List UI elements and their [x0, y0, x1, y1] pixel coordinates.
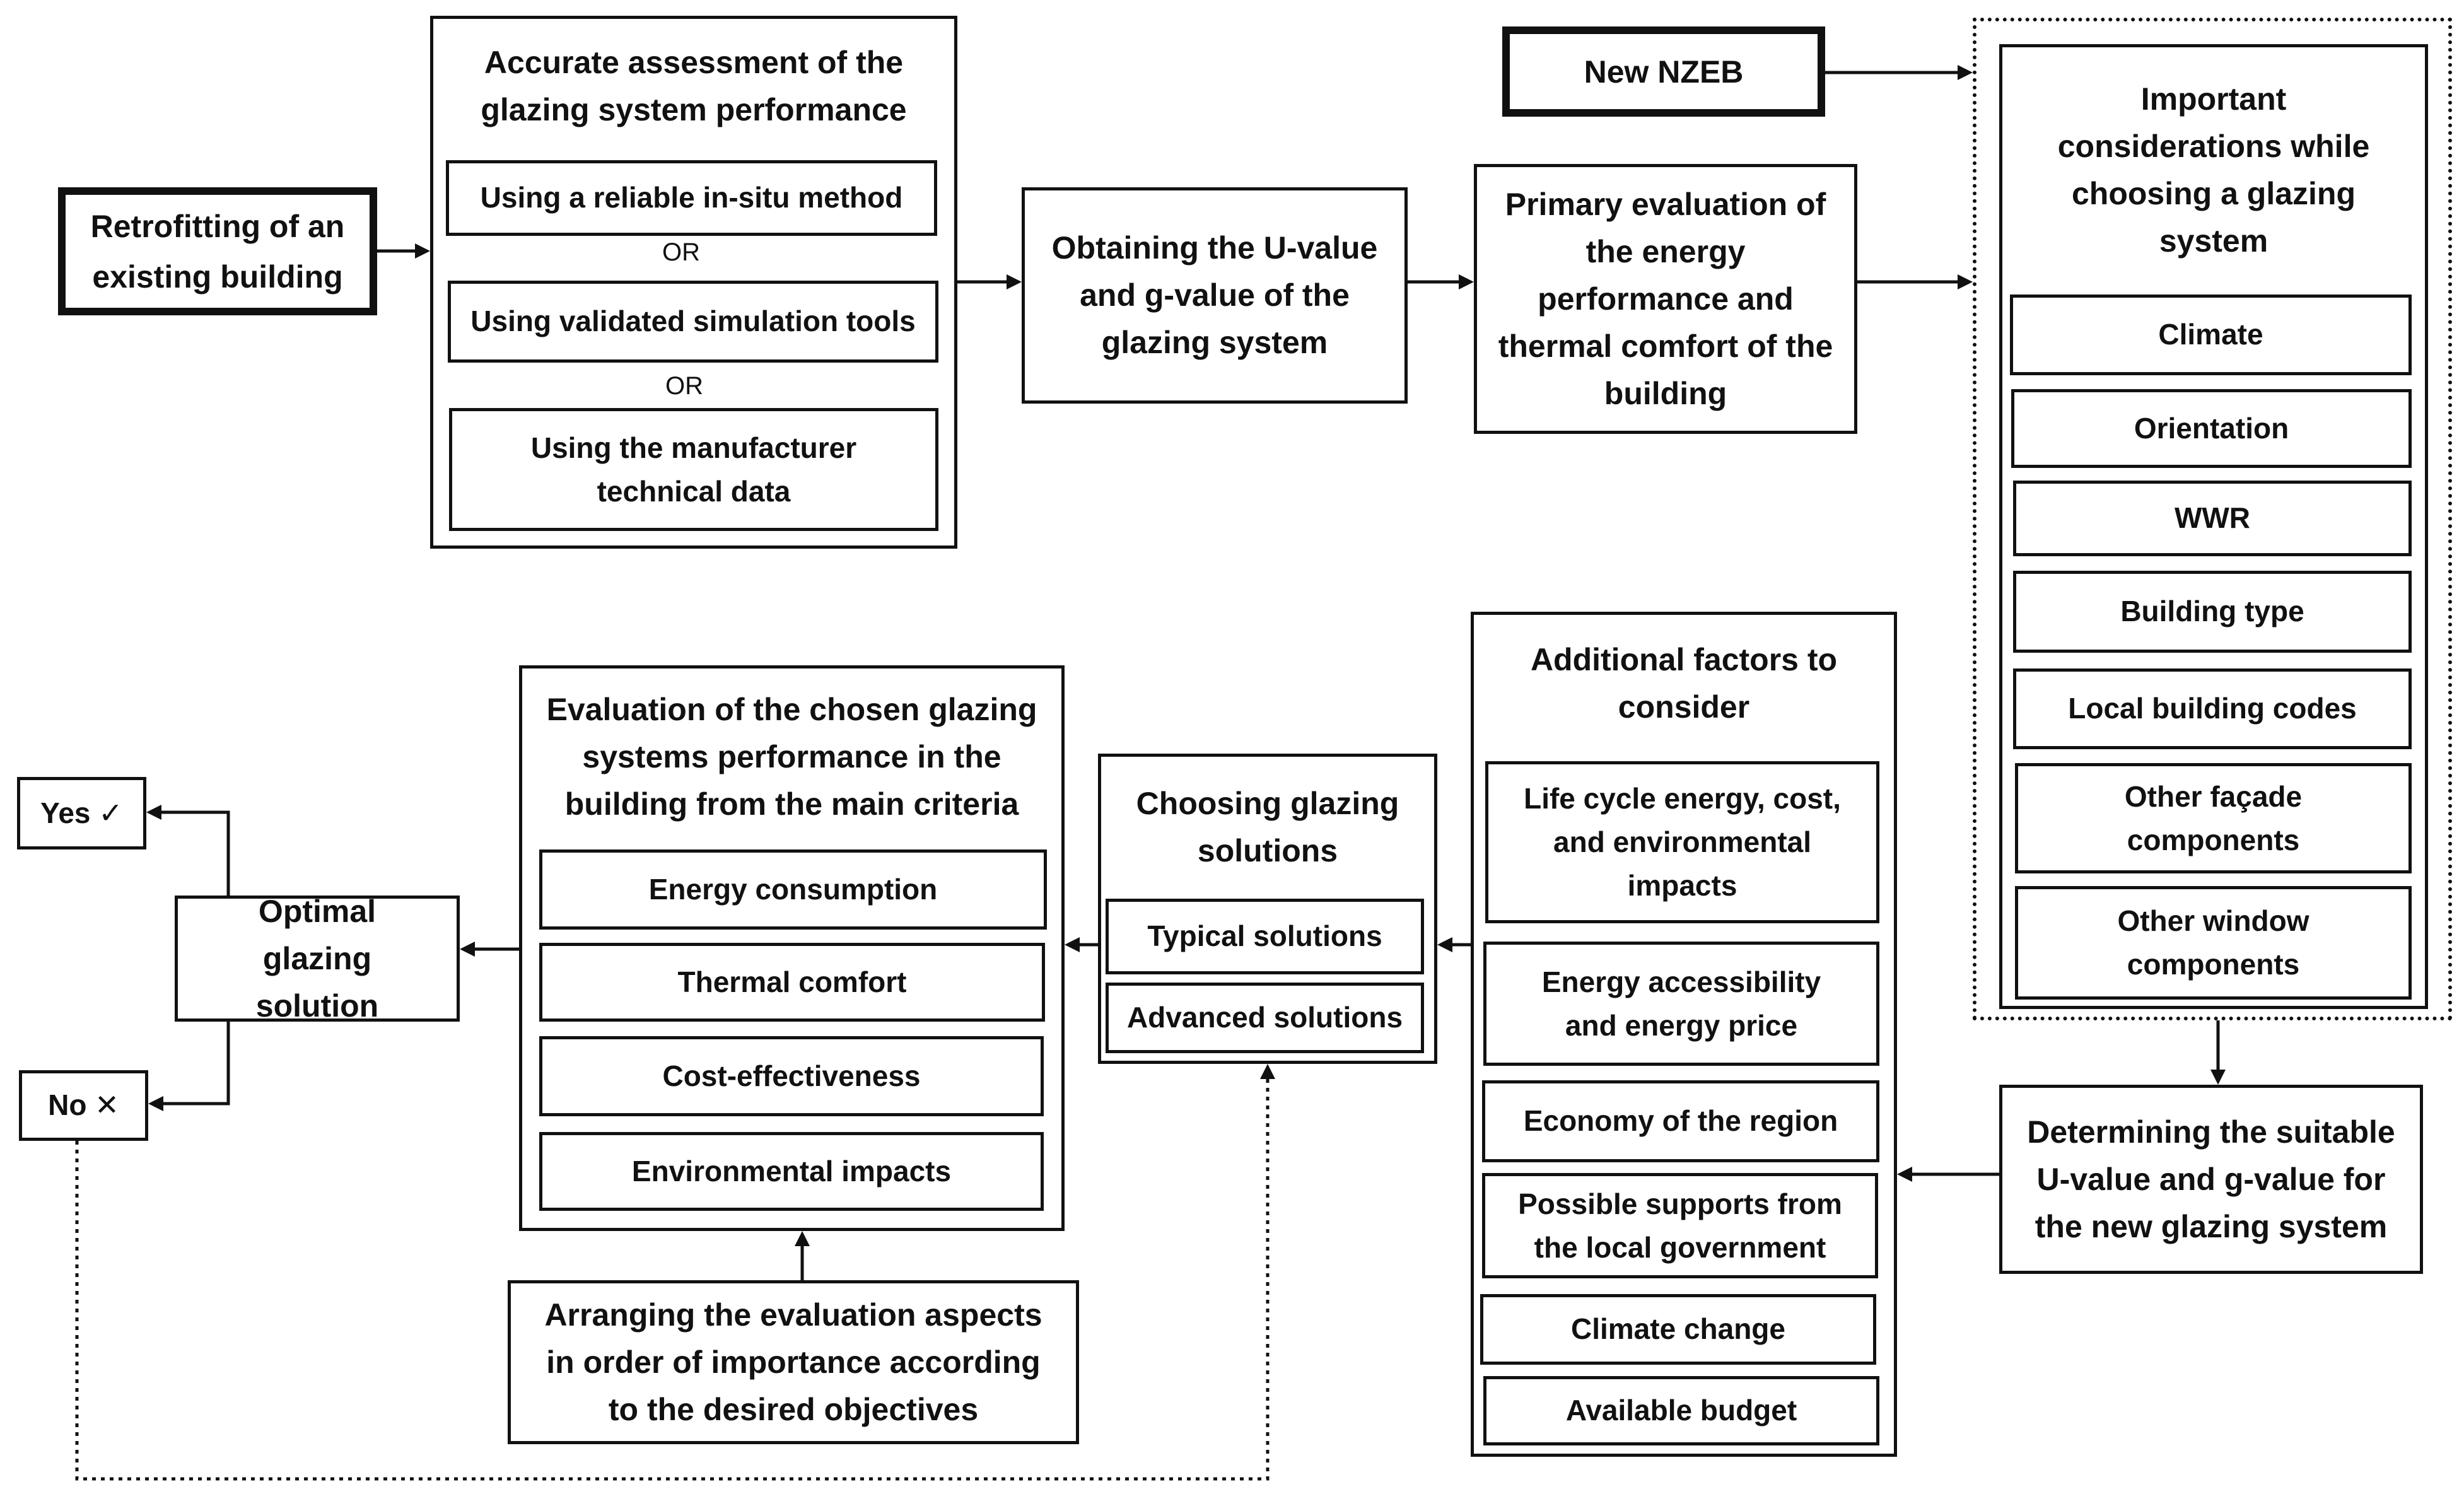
evaluation-item: Thermal comfort	[539, 943, 1045, 1022]
consideration-item-label: Orientation	[2134, 411, 2289, 445]
evaluation-item: Energy consumption	[539, 849, 1047, 930]
new-nzeb-box: New NZEB	[1502, 26, 1825, 117]
arrowhead	[460, 942, 475, 957]
additional-item: Life cycle energy, cost, and environment…	[1485, 761, 1879, 923]
additional-item: Energy accessibility and energy price	[1483, 942, 1879, 1066]
assessment-method-3: Using the manufacturer technical data	[449, 408, 938, 531]
choosing-item-label: Advanced solutions	[1126, 1001, 1403, 1034]
additional-item-label: Available budget	[1565, 1394, 1797, 1427]
consideration-item-label: WWR	[2174, 501, 2251, 535]
consideration-item-label: Local building codes	[2068, 692, 2357, 725]
considerations-title: Important considerations while choosing …	[2057, 81, 2370, 259]
optimal-label: Optimal glazing solution	[255, 893, 379, 1024]
consideration-item: Other window components	[2015, 886, 2412, 1000]
considerations-dotted-group	[1973, 18, 2452, 1020]
assessment-method-1: Using a reliable in-situ method	[446, 160, 937, 236]
optimal-box: Optimal glazing solution	[175, 893, 460, 1024]
arrowhead	[1958, 65, 1973, 80]
consideration-item: WWR	[2013, 481, 2412, 556]
or-label-1: OR	[662, 238, 700, 266]
consideration-item-label: Other façade components	[2124, 779, 2303, 856]
arrowhead	[1007, 274, 1022, 289]
arrowhead	[1260, 1064, 1275, 1079]
arrow-optimal-to-no	[162, 1022, 230, 1106]
additional-item: Available budget	[1483, 1376, 1879, 1445]
evaluation-item: Environmental impacts	[539, 1132, 1044, 1211]
additional-item: Economy of the region	[1482, 1080, 1879, 1162]
additional-item-label: Economy of the region	[1523, 1104, 1838, 1138]
choosing-item-label: Typical solutions	[1147, 919, 1382, 953]
assessment-method-3-label: Using the manufacturer technical data	[530, 431, 857, 508]
assessment-method-1-label: Using a reliable in-situ method	[480, 181, 903, 214]
arrowhead	[146, 805, 161, 820]
obtaining-box: Obtaining the U-value and g-value of the…	[1022, 187, 1408, 404]
arrowhead	[415, 243, 430, 259]
consideration-item: Climate	[2010, 295, 2412, 375]
choosing-item: Advanced solutions	[1106, 983, 1424, 1053]
consideration-item: Building type	[2013, 571, 2412, 653]
primary-eval-box: Primary evaluation of the energy perform…	[1474, 164, 1857, 434]
arrow-optimal-to-yes	[160, 810, 230, 896]
no-label: No ✕	[48, 1088, 119, 1122]
retrofit-box: Retrofitting of an existing building	[58, 187, 377, 315]
evaluation-item: Cost-effectiveness	[539, 1036, 1044, 1116]
additional-item-label: Energy accessibility and energy price	[1541, 965, 1821, 1042]
new-nzeb-label: New NZEB	[1584, 54, 1744, 90]
evaluation-item-label: Thermal comfort	[677, 965, 907, 998]
assessment-title: Accurate assessment of the glazing syste…	[481, 45, 907, 127]
arranging-box: Arranging the evaluation aspects in orde…	[508, 1280, 1079, 1444]
evaluation-item-label: Cost-effectiveness	[662, 1059, 921, 1092]
additional-item-label: Life cycle energy, cost, and environment…	[1524, 782, 1841, 902]
evaluation-item-label: Energy consumption	[648, 872, 938, 906]
choosing-title: Choosing glazing solutions	[1136, 786, 1399, 868]
consideration-item-label: Other window components	[2117, 904, 2309, 981]
arranging-label: Arranging the evaluation aspects in orde…	[544, 1297, 1042, 1427]
yes-label: Yes ✓	[40, 796, 123, 829]
arrowhead	[2210, 1070, 2226, 1085]
yes-box: Yes ✓	[17, 777, 146, 849]
additional-item: Climate change	[1480, 1294, 1876, 1365]
additional-item: Possible supports from the local governm…	[1482, 1173, 1878, 1278]
arrowhead	[1437, 937, 1452, 952]
consideration-item: Other façade components	[2015, 763, 2412, 873]
assessment-method-2-label: Using validated simulation tools	[470, 305, 916, 338]
arrowhead	[148, 1096, 163, 1111]
primary-eval-label: Primary evaluation of the energy perform…	[1498, 186, 1833, 411]
arrowhead	[795, 1231, 810, 1246]
consideration-item-label: Climate	[2158, 318, 2263, 351]
consideration-item: Orientation	[2011, 389, 2412, 468]
retrofit-label: Retrofitting of an existing building	[90, 208, 345, 295]
arrowhead	[1897, 1167, 1912, 1182]
no-box: No ✕	[19, 1070, 148, 1141]
arrow-no-to-choosing-feedback	[75, 1078, 1270, 1481]
determining-label: Determining the suitable U-value and g-v…	[2027, 1114, 2395, 1244]
arrowhead	[1065, 937, 1080, 952]
arrowhead	[1958, 274, 1973, 289]
additional-item-label: Climate change	[1571, 1312, 1785, 1346]
evaluation-title: Evaluation of the chosen glazing systems…	[546, 692, 1037, 822]
obtaining-label: Obtaining the U-value and g-value of the…	[1051, 230, 1378, 360]
evaluation-item-label: Environmental impacts	[631, 1154, 952, 1188]
additional-item-label: Possible supports from the local governm…	[1518, 1187, 1842, 1264]
arrowhead	[1459, 274, 1474, 289]
consideration-item-label: Building type	[2120, 595, 2304, 628]
additional-title: Additional factors to consider	[1530, 642, 1838, 725]
arrowheads	[146, 65, 2226, 1246]
consideration-item: Local building codes	[2013, 668, 2412, 749]
choosing-item: Typical solutions	[1106, 899, 1424, 974]
determining-box: Determining the suitable U-value and g-v…	[1999, 1085, 2423, 1274]
assessment-method-2: Using validated simulation tools	[448, 281, 938, 363]
or-label-2: OR	[665, 372, 703, 400]
